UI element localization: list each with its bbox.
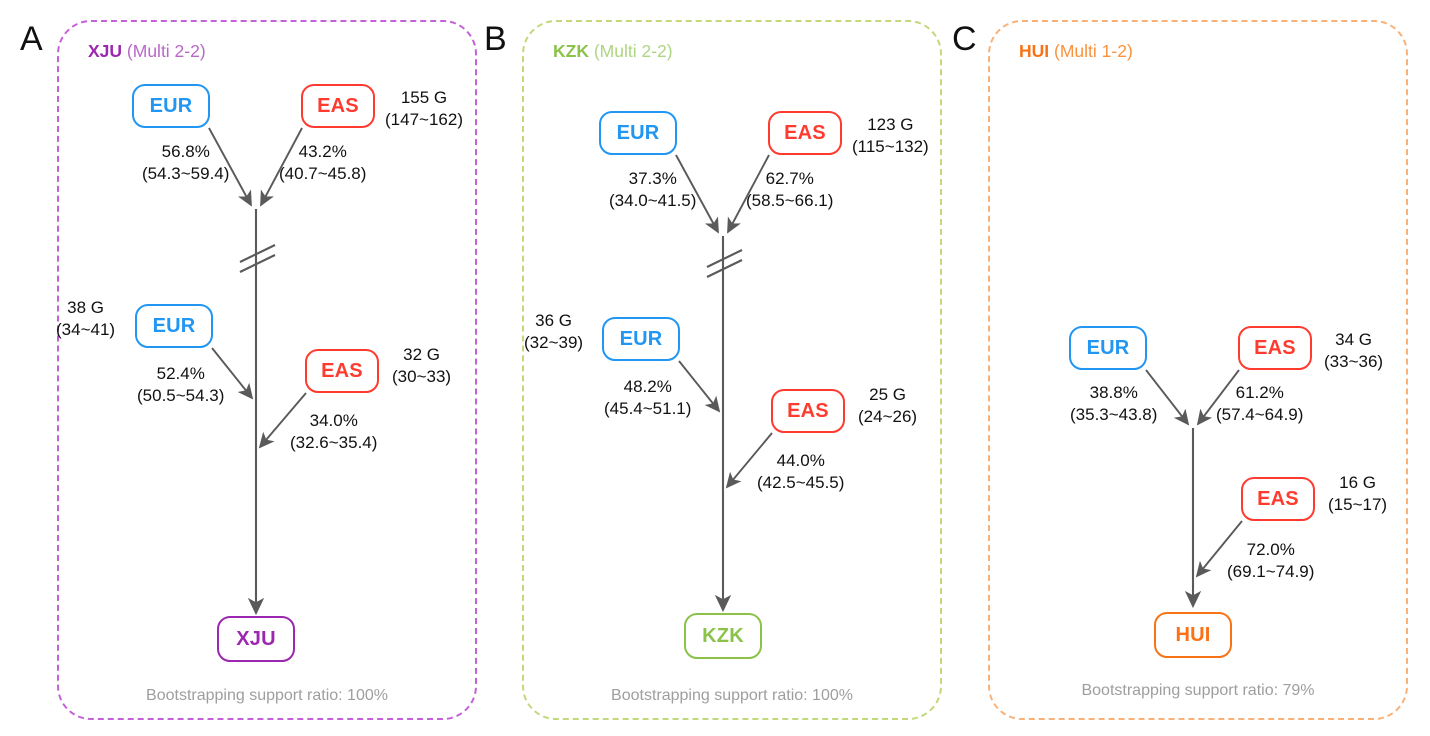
prop-b-top-left: 37.3% (34.0~41.5)	[609, 168, 696, 212]
panel-b	[522, 20, 942, 720]
node-c-top-right-eas[interactable]: EAS	[1238, 326, 1312, 370]
node-b-mid-right-eas[interactable]: EAS	[771, 389, 845, 433]
prop-b-mid-right-value: 44.0%	[776, 451, 825, 470]
prop-a-top-left-ci: (54.3~59.4)	[142, 163, 230, 183]
gen-a-mid-right-event-ci: (30~33)	[392, 366, 452, 386]
panel-b-target-code: KZK	[553, 41, 589, 61]
node-b-top-right-eas[interactable]: EAS	[768, 111, 842, 155]
gen-c-mid-right-event-value: 16 G	[1339, 473, 1376, 492]
panel-c	[988, 20, 1408, 720]
prop-b-top-right: 62.7% (58.5~66.1)	[746, 168, 833, 212]
panel-title-b: KZK (Multi 2-2)	[553, 41, 673, 61]
prop-a-top-left-value: 56.8%	[161, 142, 210, 161]
gen-c-top-event-ci: (33~36)	[1324, 351, 1384, 371]
node-a-top-left-eur[interactable]: EUR	[132, 84, 210, 128]
gen-a-top-event: 155 G (147~162)	[385, 87, 463, 131]
gen-b-mid-right-event: 25 G (24~26)	[858, 384, 917, 428]
prop-a-mid-right-value: 34.0%	[309, 411, 358, 430]
prop-c-top-right: 61.2% (57.4~64.9)	[1216, 382, 1303, 426]
prop-c-top-right-ci: (57.4~64.9)	[1216, 404, 1304, 424]
prop-c-top-left-value: 38.8%	[1089, 383, 1138, 402]
panel-a-target-code: XJU	[88, 41, 123, 61]
gen-a-top-event-value: 155 G	[400, 88, 448, 107]
panel-title-a: XJU (Multi 2-2)	[88, 41, 206, 61]
gen-b-mid-right-event-ci: (24~26)	[858, 406, 918, 426]
panel-a	[57, 20, 477, 720]
prop-a-mid-right: 34.0% (32.6~35.4)	[290, 410, 377, 454]
node-b-mid-left-eur[interactable]: EUR	[602, 317, 680, 361]
prop-a-mid-left-value: 52.4%	[156, 364, 205, 383]
gen-b-mid-left-event-ci: (32~39)	[524, 332, 584, 352]
gen-a-mid-left-event: 38 G (34~41)	[56, 297, 115, 341]
panel-title-c: HUI (Multi 1-2)	[1019, 41, 1133, 61]
gen-a-mid-left-event-value: 38 G	[67, 298, 104, 317]
prop-a-mid-left-ci: (50.5~54.3)	[137, 385, 225, 405]
support-a: Bootstrapping support ratio: 100%	[146, 687, 388, 704]
support-b: Bootstrapping support ratio: 100%	[611, 687, 853, 704]
panel-letter-b: B	[484, 20, 507, 58]
gen-c-mid-right-event-ci: (15~17)	[1328, 494, 1388, 514]
prop-b-mid-left-value: 48.2%	[623, 377, 672, 396]
node-b-target-kzk[interactable]: KZK	[684, 613, 762, 659]
gen-b-mid-left-event: 36 G (32~39)	[524, 310, 583, 354]
prop-c-mid-right-ci: (69.1~74.9)	[1227, 561, 1315, 581]
gen-a-mid-right-event: 32 G (30~33)	[392, 344, 451, 388]
gen-b-top-event: 123 G (115~132)	[852, 114, 929, 158]
prop-a-mid-left: 52.4% (50.5~54.3)	[137, 363, 224, 407]
prop-a-mid-right-ci: (32.6~35.4)	[290, 432, 378, 452]
prop-c-mid-right-value: 72.0%	[1246, 540, 1295, 559]
prop-c-top-left-ci: (35.3~43.8)	[1070, 404, 1158, 424]
node-c-mid-right-eas[interactable]: EAS	[1241, 477, 1315, 521]
prop-a-top-left: 56.8% (54.3~59.4)	[142, 141, 229, 185]
support-c: Bootstrapping support ratio: 79%	[1081, 682, 1315, 699]
gen-c-top-event: 34 G (33~36)	[1324, 329, 1383, 373]
gen-a-mid-left-event-ci: (34~41)	[56, 319, 116, 339]
gen-b-top-event-ci: (115~132)	[852, 136, 929, 156]
prop-b-top-left-ci: (34.0~41.5)	[609, 190, 697, 210]
node-a-top-right-eas[interactable]: EAS	[301, 84, 375, 128]
node-a-mid-left-eur[interactable]: EUR	[135, 304, 213, 348]
panel-a-model: (Multi 2-2)	[126, 41, 206, 61]
prop-c-top-left: 38.8% (35.3~43.8)	[1070, 382, 1157, 426]
gen-b-mid-left-event-value: 36 G	[535, 311, 572, 330]
prop-b-mid-left-ci: (45.4~51.1)	[604, 398, 692, 418]
node-c-top-left-eur[interactable]: EUR	[1069, 326, 1147, 370]
gen-c-top-event-value: 34 G	[1335, 330, 1372, 349]
gen-c-mid-right-event: 16 G (15~17)	[1328, 472, 1387, 516]
prop-a-top-right: 43.2% (40.7~45.8)	[279, 141, 366, 185]
gen-b-mid-right-event-value: 25 G	[869, 385, 906, 404]
prop-b-mid-left: 48.2% (45.4~51.1)	[604, 376, 691, 420]
prop-b-top-right-ci: (58.5~66.1)	[746, 190, 834, 210]
prop-c-top-right-value: 61.2%	[1235, 383, 1284, 402]
panel-letter-c: C	[952, 20, 977, 58]
prop-c-mid-right: 72.0% (69.1~74.9)	[1227, 539, 1314, 583]
node-b-top-left-eur[interactable]: EUR	[599, 111, 677, 155]
panel-letter-a: A	[20, 20, 43, 58]
gen-a-mid-right-event-value: 32 G	[403, 345, 440, 364]
panel-c-target-code: HUI	[1019, 41, 1050, 61]
panel-b-model: (Multi 2-2)	[593, 41, 673, 61]
gen-b-top-event-value: 123 G	[867, 115, 914, 134]
node-c-target-hui[interactable]: HUI	[1154, 612, 1232, 658]
prop-b-top-right-value: 62.7%	[765, 169, 814, 188]
node-a-mid-right-eas[interactable]: EAS	[305, 349, 379, 393]
panel-c-model: (Multi 1-2)	[1054, 41, 1133, 61]
prop-a-top-right-ci: (40.7~45.8)	[279, 163, 367, 183]
node-a-target-xju[interactable]: XJU	[217, 616, 295, 662]
prop-b-mid-right: 44.0% (42.5~45.5)	[757, 450, 844, 494]
prop-b-top-left-value: 37.3%	[628, 169, 677, 188]
gen-a-top-event-ci: (147~162)	[385, 109, 463, 129]
prop-a-top-right-value: 43.2%	[298, 142, 347, 161]
prop-b-mid-right-ci: (42.5~45.5)	[757, 472, 845, 492]
